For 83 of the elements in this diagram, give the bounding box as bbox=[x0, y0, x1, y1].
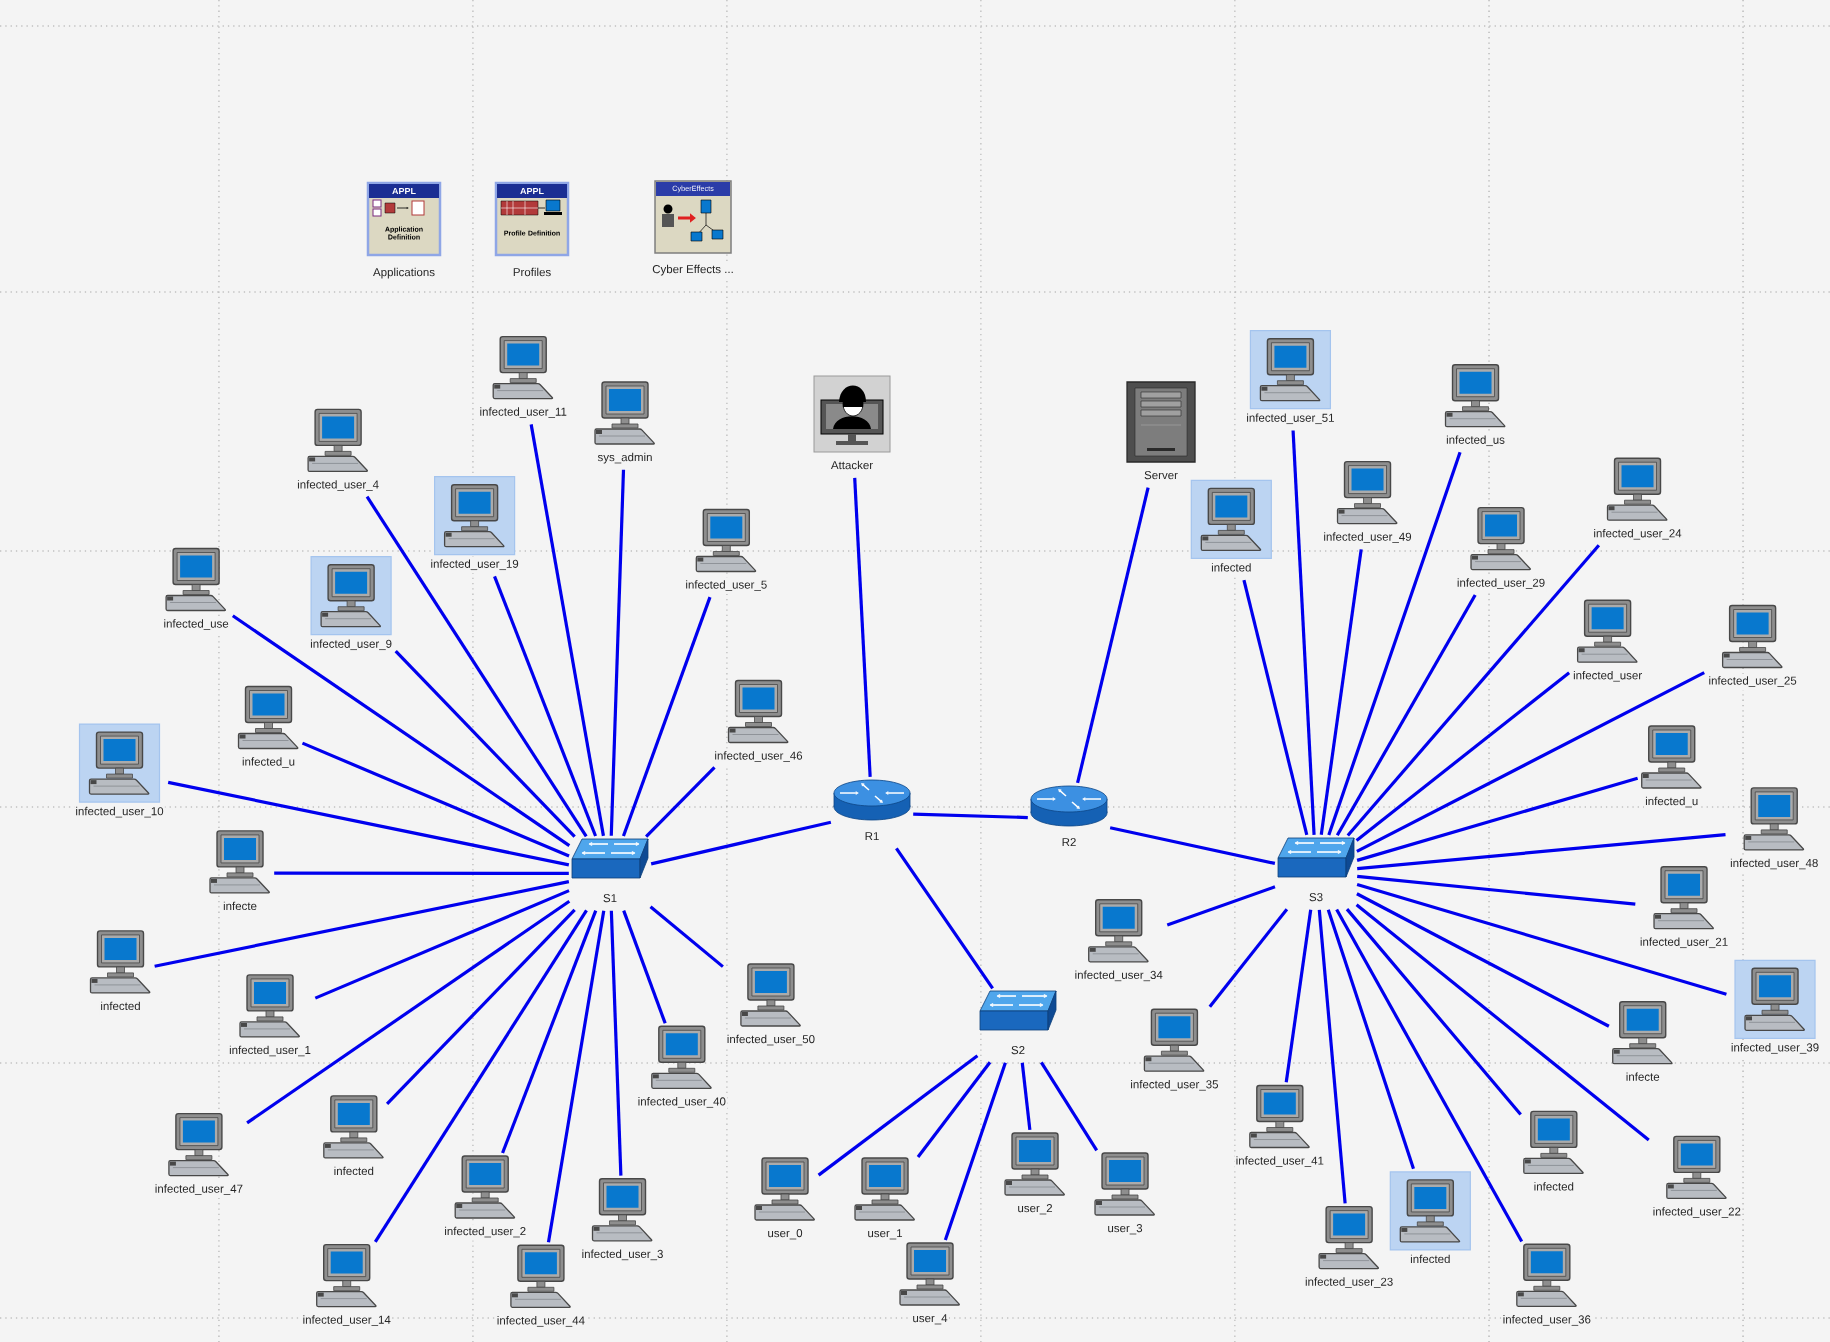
node-label: user_0 bbox=[766, 1226, 804, 1243]
link-line bbox=[913, 812, 1028, 820]
link-line bbox=[314, 889, 570, 1000]
node-label: infected bbox=[1409, 1252, 1452, 1269]
link-line bbox=[1355, 671, 1571, 842]
link-line bbox=[621, 596, 712, 837]
link-line bbox=[1356, 776, 1639, 862]
link-line bbox=[274, 871, 569, 875]
link-line bbox=[916, 1061, 992, 1158]
node-label: sys_admin bbox=[596, 450, 654, 467]
link-line bbox=[1335, 594, 1477, 836]
link-line bbox=[609, 469, 626, 836]
link-line bbox=[1355, 903, 1650, 1142]
link-line bbox=[622, 910, 667, 1024]
link-line bbox=[529, 424, 605, 837]
link-line bbox=[1345, 908, 1522, 1116]
link-line bbox=[1076, 487, 1150, 784]
node-label: user_1 bbox=[866, 1226, 904, 1243]
node-label: Server bbox=[1142, 468, 1180, 485]
node-label: user_3 bbox=[1106, 1221, 1144, 1238]
link-line bbox=[609, 910, 623, 1176]
link-line bbox=[231, 614, 571, 847]
link-line bbox=[1242, 579, 1309, 836]
link-line bbox=[1319, 549, 1363, 836]
node-label: infected_user_10 bbox=[74, 804, 165, 821]
node-label: infected_user_34 bbox=[1073, 968, 1165, 985]
link-line bbox=[1166, 885, 1276, 927]
link-line bbox=[1317, 909, 1347, 1204]
link-line bbox=[1335, 908, 1524, 1243]
link-line bbox=[853, 477, 872, 777]
link-line bbox=[817, 1054, 979, 1177]
link-line bbox=[645, 766, 716, 838]
link-line bbox=[394, 650, 576, 838]
link-line bbox=[154, 880, 570, 968]
link-line bbox=[649, 905, 724, 968]
node-label: infected_user_2 bbox=[443, 1224, 528, 1241]
link-line bbox=[1020, 1062, 1032, 1130]
link-line bbox=[1346, 544, 1601, 837]
link-line bbox=[1109, 826, 1276, 865]
link-line bbox=[546, 910, 606, 1243]
node-label: APPL bbox=[520, 187, 544, 195]
node-label: user_4 bbox=[911, 1311, 949, 1328]
link-line bbox=[1356, 671, 1705, 853]
link-line bbox=[895, 847, 994, 990]
node-label: infected bbox=[332, 1164, 376, 1181]
node-label: Profiles bbox=[511, 265, 553, 282]
link-line bbox=[493, 575, 598, 837]
link-line bbox=[943, 1062, 1007, 1241]
link-line bbox=[301, 741, 570, 858]
link-line bbox=[650, 820, 832, 866]
link-line bbox=[1356, 892, 1610, 1028]
node-label: infected_user_1 bbox=[227, 1043, 313, 1060]
node-label: infecte bbox=[221, 899, 259, 916]
link-line bbox=[1284, 909, 1313, 1083]
node-label: infected_user_35 bbox=[1129, 1077, 1220, 1094]
node-label: infected_user_48 bbox=[1728, 856, 1820, 873]
link-line bbox=[1291, 430, 1316, 835]
node-label: infected bbox=[99, 999, 142, 1016]
link-line bbox=[501, 910, 598, 1154]
node-label: infected_u bbox=[1644, 794, 1700, 811]
node-label: Attacker bbox=[829, 458, 875, 475]
link-line bbox=[373, 909, 588, 1243]
node-label: Applications bbox=[371, 265, 437, 282]
node-label: infected_user_50 bbox=[725, 1032, 817, 1049]
link-line bbox=[1208, 908, 1289, 1008]
link-line bbox=[246, 899, 571, 1125]
link-line bbox=[365, 495, 588, 838]
link-line bbox=[1356, 882, 1727, 996]
node-label: R2 bbox=[1060, 835, 1078, 852]
node-label: Cyber Effects ... bbox=[651, 262, 735, 279]
link-line bbox=[1040, 1061, 1099, 1152]
link-line bbox=[1357, 874, 1636, 906]
link-line bbox=[167, 780, 570, 867]
node-label: APPL bbox=[392, 187, 416, 195]
link-line bbox=[1357, 833, 1726, 871]
node-label: infected_user_3 bbox=[580, 1247, 665, 1264]
link-line bbox=[1327, 451, 1462, 836]
node-label: user_2 bbox=[1016, 1201, 1054, 1218]
link-line bbox=[385, 908, 576, 1105]
node-label: infected_user_24 bbox=[1592, 526, 1683, 543]
node-label: R1 bbox=[863, 829, 881, 846]
link-line bbox=[1326, 909, 1415, 1170]
node-label: infected_user bbox=[1571, 668, 1644, 685]
